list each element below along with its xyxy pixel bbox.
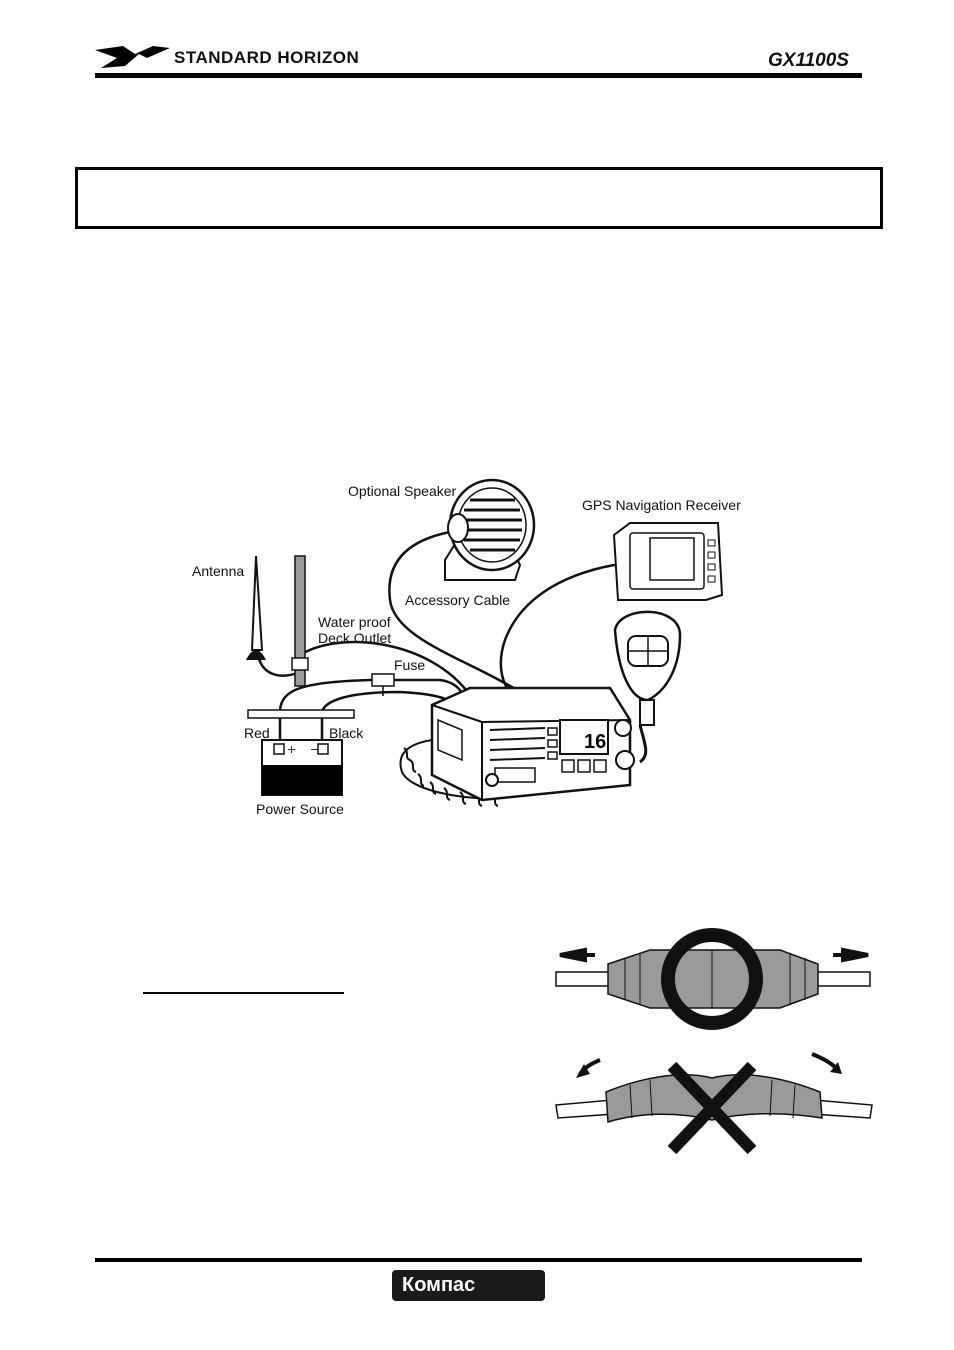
gps-cable xyxy=(499,563,616,694)
footer-divider xyxy=(95,1258,862,1262)
antenna-icon xyxy=(246,555,266,660)
brand-logo-icon xyxy=(95,46,170,68)
mount-bar xyxy=(247,709,355,719)
microphone-icon xyxy=(613,610,682,764)
connector-correct-icon xyxy=(555,928,871,1030)
svg-text:−: − xyxy=(310,743,319,756)
label-fuse: Fuse xyxy=(394,657,426,673)
speaker-cable xyxy=(388,530,522,694)
footer-logo-text: Компас xyxy=(402,1274,476,1296)
svg-text:+: + xyxy=(287,743,296,756)
brand-logo xyxy=(95,44,170,70)
section-title-box xyxy=(75,167,883,229)
battery-icon: + − xyxy=(261,739,343,796)
connector-incorrect-icon xyxy=(555,1052,873,1155)
label-deck-outlet-line1: Water proof xyxy=(318,614,391,630)
header-divider xyxy=(95,73,862,78)
footer-logo: Компас xyxy=(392,1270,545,1301)
label-deck-outlet-line2: Deck Outlet xyxy=(318,630,392,646)
label-accessory-cable: Accessory Cable xyxy=(405,592,511,608)
label-power-source: Power Source xyxy=(256,801,344,817)
radio-display-channel: 16 xyxy=(584,731,606,753)
red-wire xyxy=(278,678,467,747)
label-red: Red xyxy=(244,725,270,741)
label-optional-speaker: Optional Speaker xyxy=(348,483,457,499)
accessory-cable xyxy=(298,640,472,697)
label-gps-receiver: GPS Navigation Receiver xyxy=(582,497,741,513)
speaker-icon xyxy=(444,478,536,581)
model-name: GX1100S xyxy=(768,50,849,71)
label-antenna: Antenna xyxy=(192,563,245,579)
vhf-radio-icon: 16 xyxy=(430,686,635,802)
deck-outlet-icon xyxy=(291,555,309,687)
section-underline xyxy=(143,992,344,994)
fuse-icon xyxy=(371,673,395,696)
brand-name: STANDARD HORIZON xyxy=(174,48,360,67)
gps-receiver-icon xyxy=(612,522,724,601)
label-black: Black xyxy=(329,725,364,741)
